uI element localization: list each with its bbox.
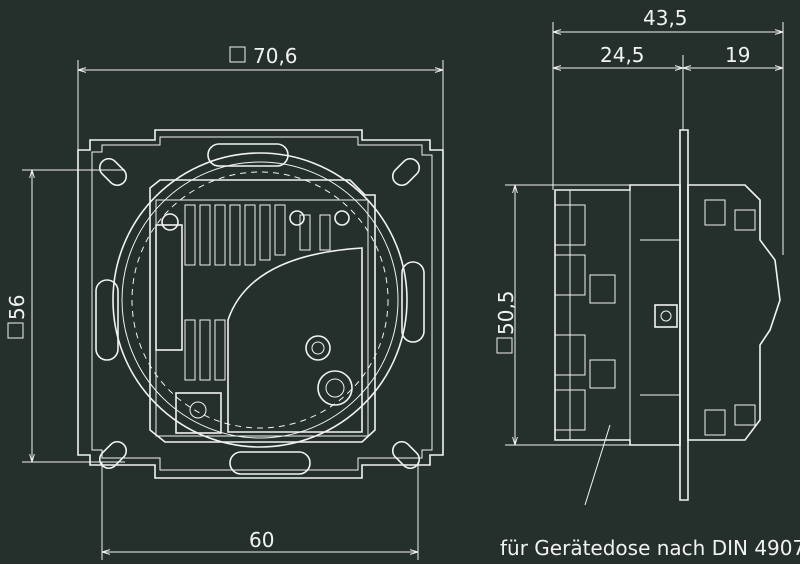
bottom-block: [175, 392, 222, 434]
front-frame-outer: [77, 129, 444, 479]
note-leader: [584, 424, 611, 506]
top-pin: [289, 210, 305, 226]
dim-overall-height: 56: [5, 295, 29, 320]
side-claws: [554, 204, 616, 431]
contact-comb: [184, 204, 331, 381]
side-mounting-plate: [679, 129, 689, 501]
mounting-ring-inner: [121, 161, 399, 439]
adjuster-small: [305, 335, 331, 361]
dim-depth-front: 24,5: [600, 43, 645, 67]
square-symbol-left: [7, 322, 24, 339]
corner-slots: [98, 157, 421, 470]
mounting-note: für Gerätedose nach DIN 49073: [500, 536, 800, 560]
oblong-slots: [95, 143, 425, 475]
dim-bottom-width: 60: [249, 528, 274, 552]
dim-total-depth: 43,5: [643, 6, 688, 30]
left-actuator: [155, 224, 183, 351]
dashed-circle: [131, 171, 389, 429]
side-insert-body: [554, 184, 681, 446]
dim-side-height: 50,5: [494, 290, 518, 335]
adjuster-large: [317, 370, 353, 406]
top-pin-right: [334, 210, 350, 226]
dim-overall-width: 70,6: [253, 44, 298, 68]
mechanism-inner: [155, 199, 369, 437]
square-symbol-side: [496, 337, 513, 354]
front-view: [77, 129, 444, 479]
quarter-plate: [227, 247, 363, 433]
side-dimensions: 43,5 24,5 19 50,5 für Gerätedose nach DI…: [494, 6, 800, 560]
side-front-cap: [687, 184, 781, 441]
left-actuator-pin: [161, 213, 179, 231]
front-dimensions: 70,6 56 60: [5, 44, 444, 560]
mechanism-housing: [149, 179, 376, 443]
front-frame-inner: [91, 136, 433, 471]
side-knob: [654, 304, 678, 328]
dim-depth-back: 19: [725, 43, 750, 67]
square-symbol: [229, 46, 246, 63]
side-view: [554, 129, 781, 501]
mounting-ring-outer: [112, 152, 408, 448]
